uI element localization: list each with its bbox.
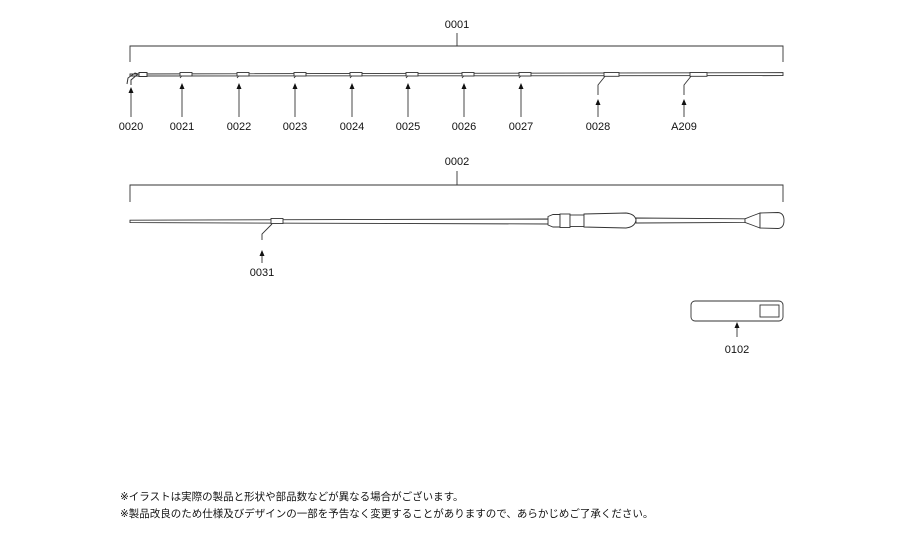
disclaimer-notes: ※イラストは実際の製品と形状や部品数などが異なる場合がございます。 ※製品改良の… bbox=[120, 489, 653, 523]
part-0020-arrowhead bbox=[128, 87, 134, 93]
part-0020-label: 0020 bbox=[119, 121, 143, 133]
fore-grip bbox=[583, 212, 637, 229]
assembly-0002-bracket bbox=[129, 171, 784, 202]
reel-seat bbox=[569, 214, 585, 227]
guide-0028 bbox=[597, 72, 620, 95]
part-A209-label: A209 bbox=[671, 121, 697, 133]
part-0027-arrowhead bbox=[518, 83, 524, 89]
butt-section-blank bbox=[129, 218, 551, 225]
part-0021-label: 0021 bbox=[170, 121, 194, 133]
assembly-0001-callouts: 0020 0021 0022 0023 0024 0025 0026 0027 0028 A209 bbox=[119, 83, 697, 133]
assembly-0002-label: 0002 bbox=[445, 156, 469, 168]
winding-check bbox=[547, 214, 561, 228]
butt-guide-wrap bbox=[270, 218, 284, 224]
part-0021-arrowhead bbox=[179, 83, 185, 89]
rear-blank bbox=[635, 217, 746, 224]
part-0027-label: 0027 bbox=[509, 121, 533, 133]
guide-0025 bbox=[405, 72, 419, 79]
part-0031-label: 0031 bbox=[250, 267, 274, 279]
disclaimer-note-2: ※製品改良のため仕様及びデザインの一部を予告なく変更することがありますので、あら… bbox=[120, 508, 654, 520]
guide-0022 bbox=[236, 72, 250, 79]
part-0023-label: 0023 bbox=[283, 121, 307, 133]
butt-grip bbox=[759, 212, 785, 229]
part-0025-arrowhead bbox=[405, 83, 411, 89]
part-0031-arrowhead bbox=[259, 250, 265, 256]
assembly-0001-label: 0001 bbox=[445, 19, 469, 31]
hood-nut bbox=[559, 213, 571, 228]
tip-section-blank bbox=[129, 72, 784, 77]
part-0028-label: 0028 bbox=[586, 121, 610, 133]
guide-A209 bbox=[683, 72, 708, 95]
part-0025-label: 0025 bbox=[396, 121, 420, 133]
part-0024-label: 0024 bbox=[340, 121, 364, 133]
accessory-0102-arrowhead bbox=[734, 322, 740, 328]
rear-check bbox=[744, 212, 761, 229]
guide-0026 bbox=[461, 72, 475, 79]
guide-0024 bbox=[349, 72, 363, 79]
part-A209-arrowhead bbox=[681, 99, 687, 105]
assembly-0001-bracket bbox=[129, 33, 784, 62]
rod-band-tab bbox=[759, 304, 780, 318]
butt-section bbox=[129, 212, 785, 229]
accessory-0102-label: 0102 bbox=[725, 344, 749, 356]
accessory-0102 bbox=[690, 300, 784, 322]
part-0026-label: 0026 bbox=[452, 121, 476, 133]
assembly-0002-callouts: 0031 bbox=[250, 250, 274, 279]
guide-0027 bbox=[518, 72, 532, 79]
guide-0021 bbox=[179, 72, 193, 79]
part-0023-arrowhead bbox=[292, 83, 298, 89]
part-0024-arrowhead bbox=[349, 83, 355, 89]
stripping-guide-0031 bbox=[261, 223, 273, 240]
part-0028-arrowhead bbox=[595, 99, 601, 105]
part-0022-label: 0022 bbox=[227, 121, 251, 133]
guide-0023 bbox=[293, 72, 307, 79]
part-0022-arrowhead bbox=[236, 83, 242, 89]
tip-top-guide bbox=[126, 72, 148, 85]
part-0026-arrowhead bbox=[461, 83, 467, 89]
disclaimer-note-1: ※イラストは実際の製品と形状や部品数などが異なる場合がございます。 bbox=[120, 491, 464, 503]
